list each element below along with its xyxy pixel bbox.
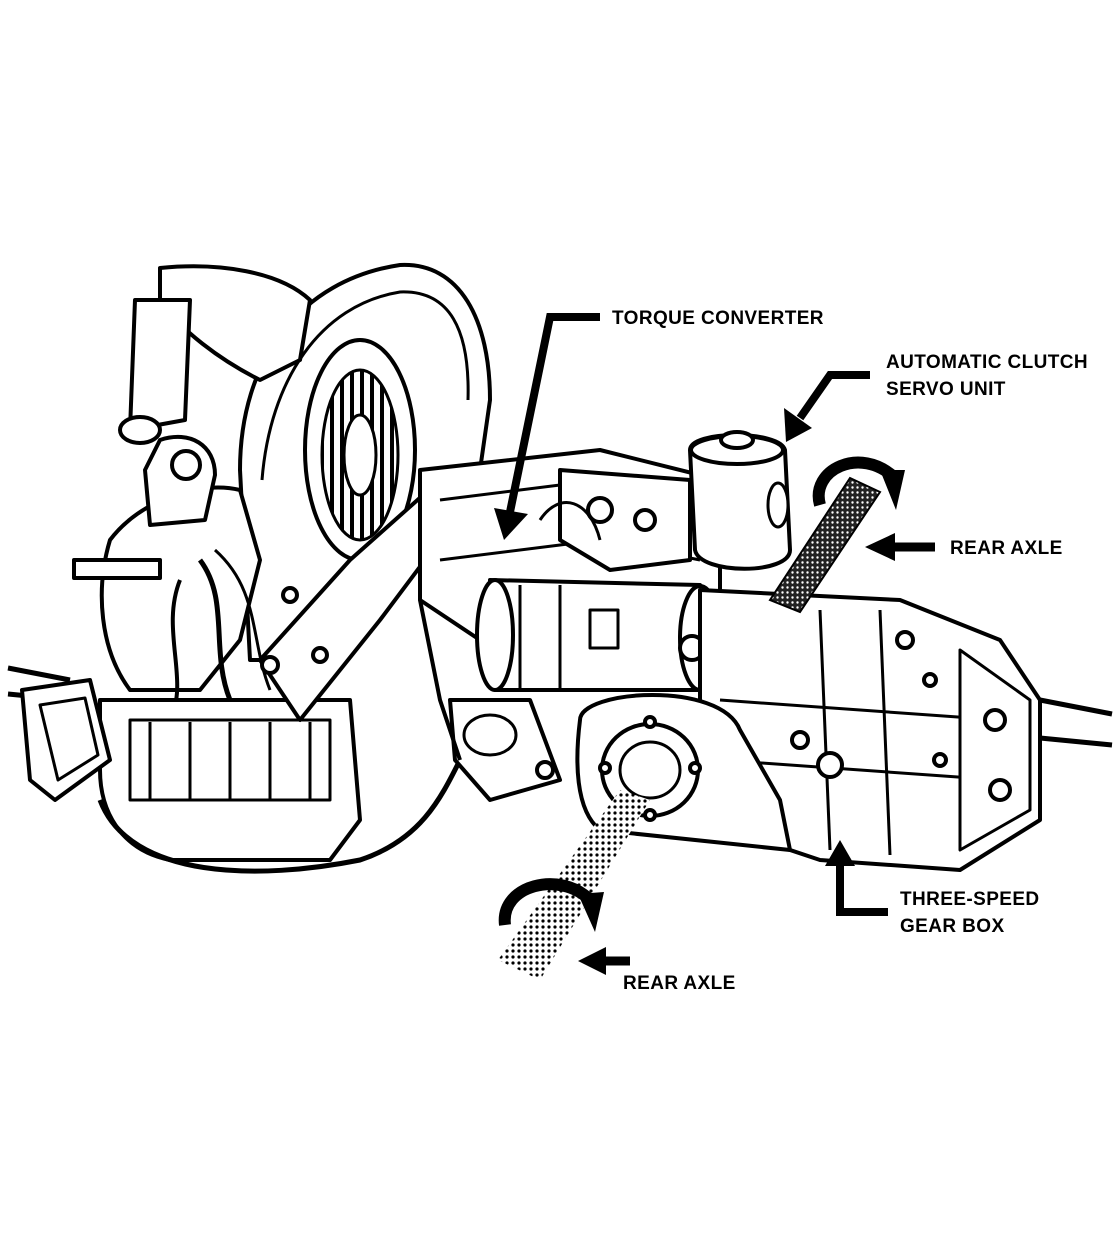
label-automatic-clutch-servo: AUTOMATIC CLUTCH SERVO UNIT [886, 349, 1088, 403]
label-rear-axle-bottom: REAR AXLE [623, 970, 736, 997]
rear-axle-right-arrowhead-icon [865, 533, 895, 561]
leader-arrows [494, 313, 935, 975]
label-rear-axle-right-text: REAR AXLE [950, 538, 1063, 559]
rotation-arrowhead-right-icon [880, 470, 905, 510]
rear-axle-bottom-arrowhead-icon [578, 947, 606, 975]
label-three-speed-gear-box: THREE-SPEED GEAR BOX [900, 886, 1040, 940]
gearbox-arrowhead-icon [825, 840, 855, 866]
label-three-speed-gear-box-line1: THREE-SPEED [900, 889, 1040, 910]
rear-axle-right-shaft [768, 476, 882, 614]
rotation-arrow-bottom-icon [498, 878, 595, 926]
rotation-arrows [498, 456, 905, 932]
clutch-servo-arrowhead-icon [784, 408, 812, 442]
rotation-arrowhead-bottom-icon [578, 892, 604, 932]
clutch-servo-leader [796, 371, 870, 421]
torque-converter-leader [506, 313, 600, 513]
transmission-group [418, 430, 1042, 872]
label-rear-axle-bottom-text: REAR AXLE [623, 973, 736, 994]
label-torque-converter: TORQUE CONVERTER [612, 305, 824, 332]
label-three-speed-gear-box-line2: GEAR BOX [900, 916, 1005, 937]
gearbox-leader [836, 860, 888, 916]
label-automatic-clutch-servo-line1: AUTOMATIC CLUTCH [886, 352, 1089, 373]
rotation-arrow-right-icon [812, 456, 900, 507]
torque-converter-arrowhead-icon [494, 508, 528, 540]
label-torque-converter-text: TORQUE CONVERTER [612, 308, 824, 329]
label-automatic-clutch-servo-line2: SERVO UNIT [886, 379, 1006, 400]
label-rear-axle-right: REAR AXLE [950, 535, 1063, 562]
